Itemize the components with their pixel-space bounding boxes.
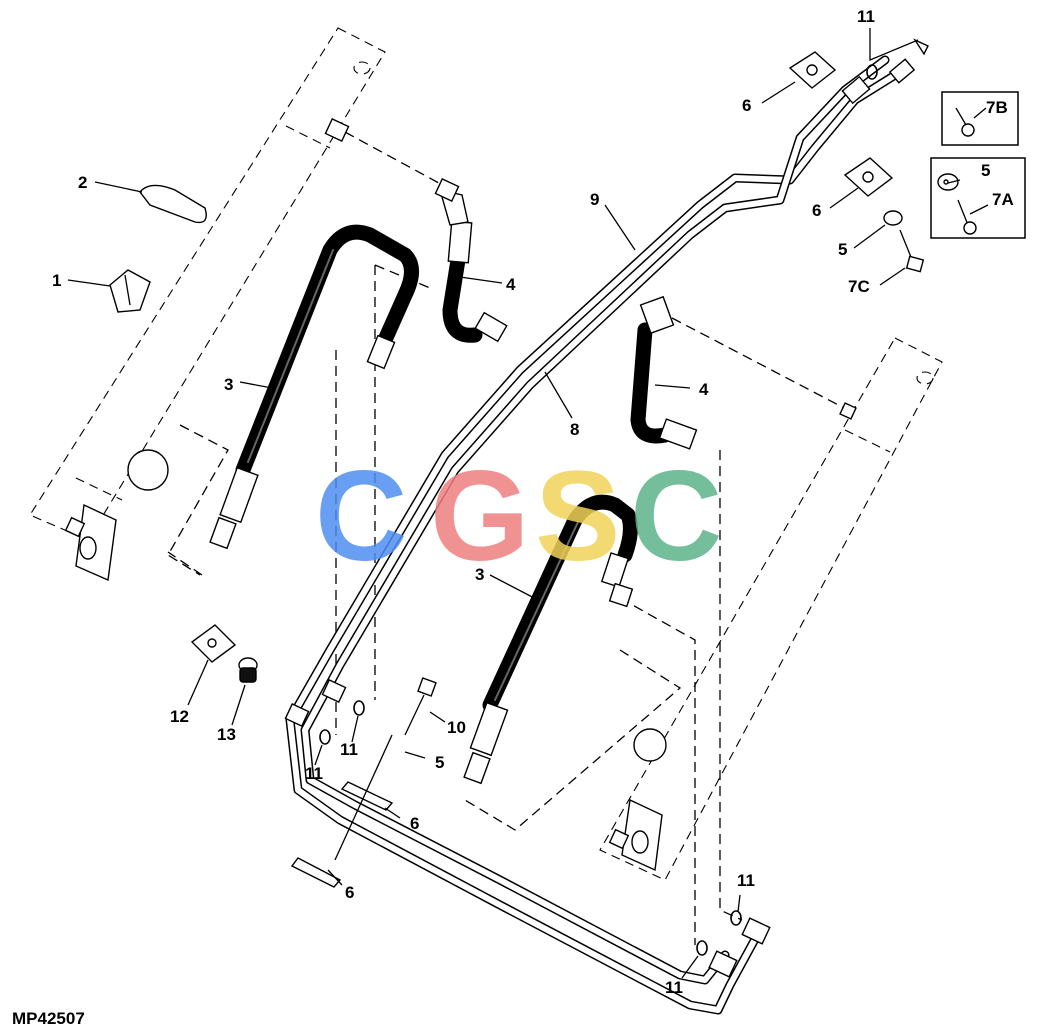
callout-11b: 11 [340,740,358,759]
fittings [284,58,916,978]
callout-7c: 7C [848,277,870,296]
clamp-part-6-mid [843,157,894,197]
callout-3b: 3 [475,565,484,584]
callout-4b: 4 [699,380,709,399]
hose-3-right [463,494,638,785]
inset-box-5-7a [930,157,1026,239]
callout-7b: 7B [986,98,1008,117]
callout-labels: 1 2 3 3 4 4 5 5 5 6 6 6 6 7A 7B 7C 8 9 1… [52,7,1014,997]
bushing-part-1 [109,269,151,313]
callout-8: 8 [570,420,579,439]
callout-9: 9 [590,190,599,209]
callout-1: 1 [52,271,61,290]
bolt-part-10 [404,677,437,736]
steel-tube-9 [285,67,905,1015]
callout-10: 10 [447,718,466,737]
washer-part-5 [883,210,925,273]
watermark-letter-1: C [315,445,407,588]
right-cylinder-outline [599,337,943,881]
routing-lines [167,131,849,945]
callout-11c: 11 [305,764,323,783]
callout-6b: 6 [812,201,821,220]
callout-5b: 5 [838,240,847,259]
o-rings-11 [319,64,878,956]
callout-2: 2 [78,173,87,192]
hose-3-left [209,224,419,550]
callout-3a: 3 [224,375,233,394]
callout-4a: 4 [506,275,516,294]
callout-13: 13 [217,725,236,744]
strap-part-2 [139,184,207,224]
callout-6d: 6 [345,883,354,902]
figure-code: MP42507 [12,1009,85,1028]
steel-tube-8 [300,55,890,985]
clamp-part-12 [190,624,237,663]
callout-7a: 7A [992,190,1014,209]
callout-12: 12 [170,707,189,726]
hose-4-left [439,189,508,343]
callout-6c: 6 [410,814,419,833]
watermark: C G S C [315,445,722,588]
callout-11a: 11 [857,7,875,26]
callout-5c: 5 [435,753,444,772]
watermark-letter-2: G [430,445,530,588]
callout-5a: 5 [981,161,990,180]
bracket-plates-6-bottom [290,734,394,888]
watermark-letter-4: C [630,445,722,588]
inset-box-7b [941,91,1019,146]
callout-11e: 11 [665,978,683,997]
hose-4-right [630,295,698,450]
callout-6a: 6 [742,96,751,115]
callout-11d: 11 [737,871,755,890]
watermark-letter-3: S [535,445,620,588]
left-cylinder-outline [29,27,386,582]
callout-leaders [67,28,989,979]
clamp-part-6-top [788,51,837,89]
cap-part-13 [238,657,258,683]
